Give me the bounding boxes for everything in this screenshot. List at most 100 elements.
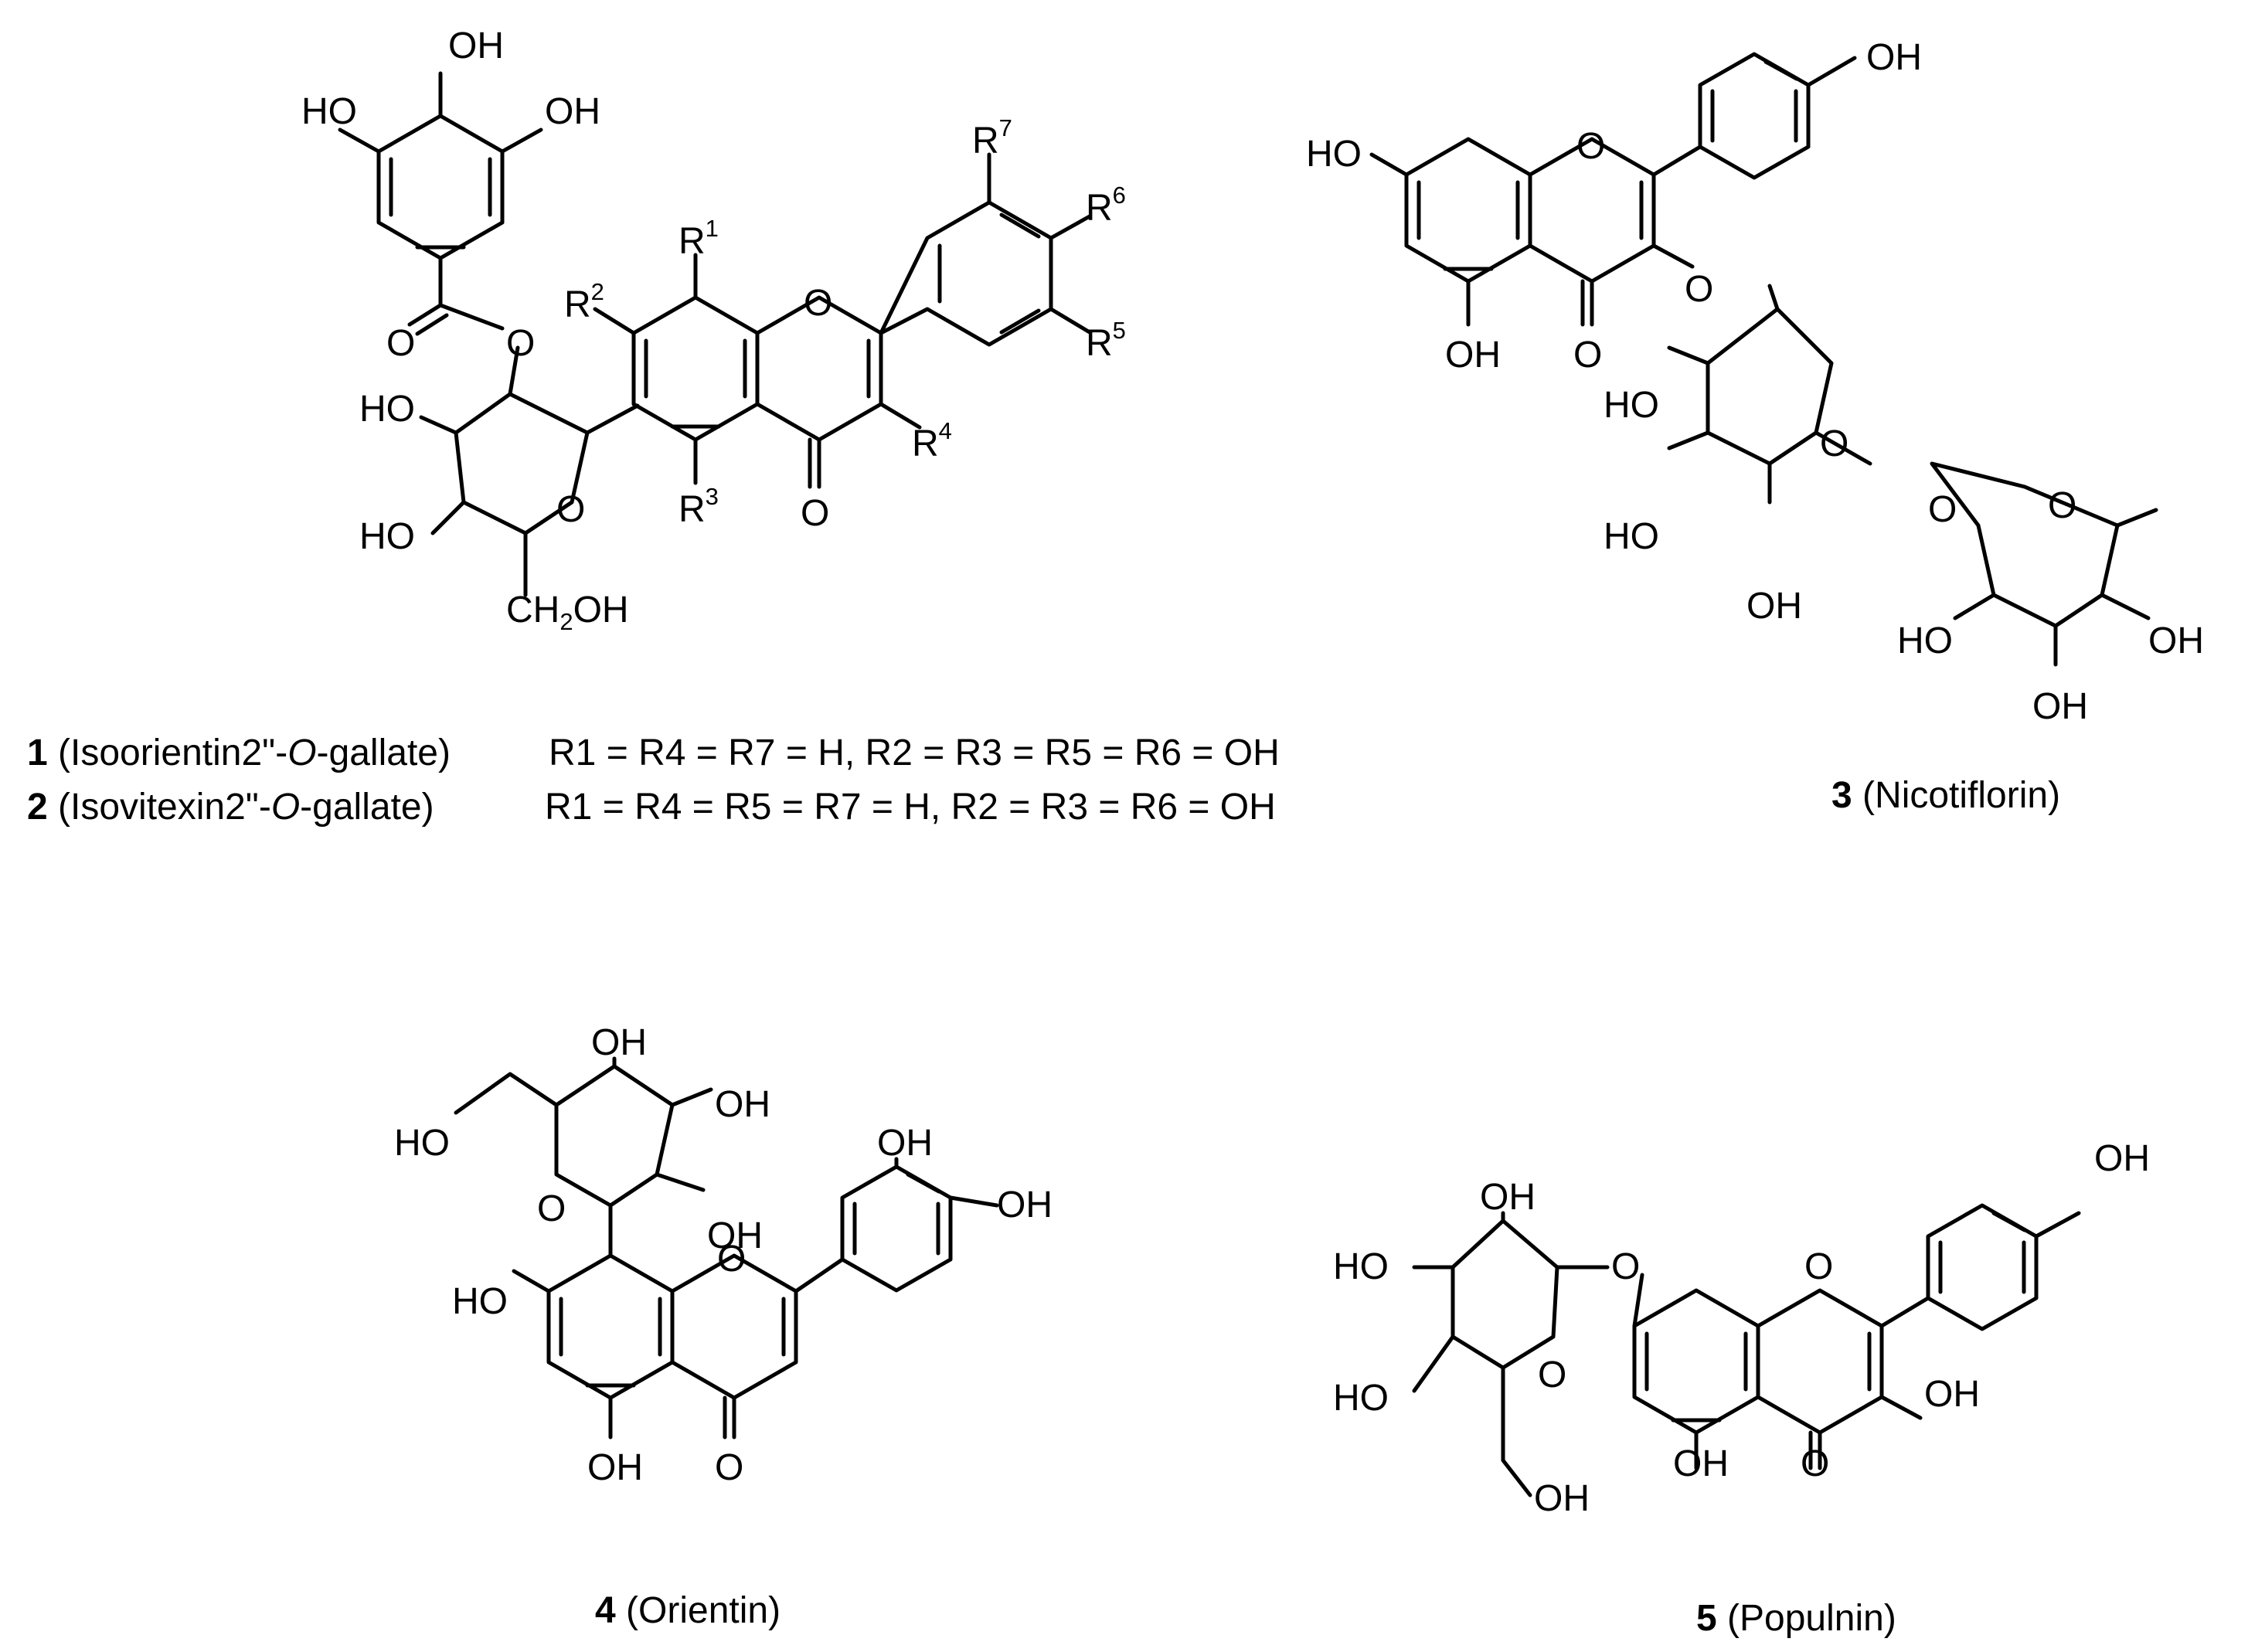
oh-label: OH [715, 1084, 770, 1125]
r3-label: R3 [678, 483, 719, 530]
ch2oh-label: CH2OH [506, 590, 629, 635]
r6-label: R6 [1086, 182, 1126, 229]
ho-label: HO [1333, 1378, 1389, 1419]
structure-1-2: OH HO OH O O HO HO O CH2OH O O R1 R2 R3 … [301, 25, 1126, 635]
caption-compound-1: 1 (Isoorientin2"-O-gallate) [27, 733, 451, 773]
oh-label: OH [1866, 37, 1922, 78]
carbonyl-o-label: O [386, 323, 415, 364]
bond [512, 1269, 613, 1440]
ester-o-label: O [506, 323, 535, 364]
oh-label: OH [2094, 1138, 2150, 1179]
formula-compound-2: R1 = R4 = R5 = R7 = H, R2 = R3 = R6 = OH [545, 787, 1276, 828]
bond [1632, 1288, 1760, 1435]
caption-compound-2: 2 (Isovitexin2"-O-gallate) [27, 787, 434, 828]
bond [937, 212, 1041, 335]
oh-label: OH [877, 1123, 933, 1164]
oh-label: OH [1480, 1177, 1536, 1218]
o-link-label: O [1928, 489, 1957, 530]
structure-3: OH HO O O OH O HO O HO OH O O HO OH OH [1306, 37, 2204, 727]
bond [1404, 137, 1532, 284]
ho-label: HO [1333, 1246, 1389, 1287]
r7-label: R7 [972, 114, 1012, 161]
oh-label: OH [2148, 620, 2204, 661]
bond [1808, 1331, 1923, 1470]
ring-o-label: O [537, 1188, 566, 1229]
bond [1528, 137, 1656, 284]
bond [1938, 1211, 2027, 1294]
bond [879, 200, 1053, 347]
structure-4: OH OH HO OH O OH OH HO O OH O [394, 1022, 1053, 1488]
ho-label: HO [452, 1281, 508, 1322]
oh-label: OH [707, 1215, 763, 1256]
bond [644, 338, 747, 429]
o-link-label: O [1685, 269, 1713, 310]
ho-label: HO [1306, 134, 1362, 175]
bond [631, 295, 760, 442]
bond [1953, 508, 2158, 667]
bond [407, 303, 505, 336]
ho-label: HO [394, 1123, 450, 1164]
oh-label: OH [448, 25, 504, 66]
bond [546, 1253, 675, 1400]
bond [1706, 307, 1834, 466]
ring-o-label: O [1820, 423, 1848, 464]
bond [559, 1297, 662, 1388]
bond [2034, 1211, 2081, 1239]
ketone-o-label: O [1801, 1443, 1829, 1484]
ring-o-label: O [1576, 126, 1605, 167]
bond [894, 1157, 999, 1208]
bond [389, 157, 492, 250]
caption-compound-5: 5 (Populnin) [1696, 1598, 1896, 1639]
bond [430, 345, 640, 597]
oh-label: OH [1746, 586, 1802, 627]
bond [1632, 1273, 1884, 1435]
ketone-o-label: O [1573, 335, 1602, 376]
bond [593, 253, 922, 485]
bond [1369, 152, 1695, 327]
caption-compound-4: 4 (Orientin) [595, 1590, 781, 1631]
bond [376, 114, 505, 260]
r2-label: R2 [564, 278, 604, 325]
bond [1412, 1211, 1610, 1497]
caption-compound-3: 3 (Nicotiflorin) [1831, 775, 2060, 816]
ho-label: HO [1897, 620, 1953, 661]
structure-5: OH OH O O HO O HO OH OH OH O [1333, 1138, 2150, 1519]
oh-label: OH [1673, 1443, 1729, 1484]
ring-o-label: O [804, 283, 832, 324]
oh-label: OH [1445, 335, 1501, 376]
oh-label: OH [1534, 1478, 1590, 1519]
oh-label: OH [545, 91, 600, 132]
bond [1806, 56, 1857, 87]
oh-label: OH [997, 1185, 1053, 1225]
oh-label: OH [1924, 1374, 1980, 1415]
o-link-label: O [1611, 1246, 1640, 1287]
ho-label: HO [1604, 385, 1659, 426]
bond [419, 415, 458, 435]
bond [1930, 461, 2120, 628]
ring-o-label: O [717, 1239, 746, 1280]
bond [1416, 180, 1520, 271]
bond [454, 1056, 713, 1192]
bond [852, 1172, 941, 1256]
r1-label: R1 [678, 215, 719, 262]
r4-label: R4 [912, 417, 952, 464]
formula-compound-1: R1 = R4 = R7 = H, R2 = R3 = R5 = R6 = OH [549, 733, 1280, 773]
ho-label: HO [359, 516, 415, 557]
ring-o-label: O [556, 489, 585, 530]
ring-o-label: O [1804, 1246, 1833, 1287]
ketone-o-label: O [715, 1447, 743, 1488]
oh-label: OH [591, 1022, 647, 1063]
bond [987, 152, 1092, 335]
ho-label: HO [301, 91, 357, 132]
ring-o-label: O [1538, 1355, 1566, 1395]
bond [1667, 284, 1872, 505]
bond [554, 1064, 675, 1208]
bond [1644, 1331, 1748, 1423]
oh-label: OH [2032, 686, 2088, 727]
r5-label: R5 [1086, 317, 1126, 364]
ketone-o-label: O [801, 493, 829, 534]
ring-o-label: O [2048, 485, 2076, 526]
bond [338, 71, 543, 308]
oh-label: OH [587, 1447, 643, 1488]
